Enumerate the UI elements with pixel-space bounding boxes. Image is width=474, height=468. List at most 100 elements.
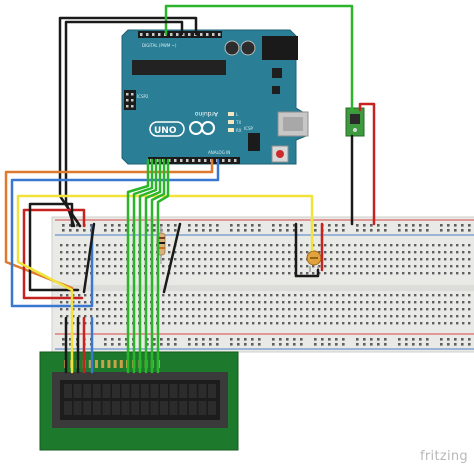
trim-potentiometer: [306, 250, 322, 272]
breadboard-hole: [450, 272, 453, 275]
breadboard-hole: [412, 224, 415, 227]
header-pin: [126, 93, 129, 96]
breadboard-hole: [60, 272, 63, 275]
breadboard-hole: [378, 265, 381, 268]
breadboard-hole: [318, 294, 321, 297]
breadboard-hole: [378, 251, 381, 254]
breadboard-hole: [192, 322, 195, 325]
breadboard-hole: [306, 322, 309, 325]
breadboard-hole: [405, 338, 408, 341]
breadboard-hole: [286, 343, 289, 346]
breadboard-hole: [306, 244, 309, 247]
breadboard-hole: [120, 315, 123, 318]
breadboard-hole: [180, 322, 183, 325]
lcd-cell: [198, 384, 207, 398]
breadboard-hole: [462, 301, 465, 304]
breadboard-hole: [180, 265, 183, 268]
breadboard-hole: [168, 244, 171, 247]
breadboard-hole: [60, 308, 63, 311]
breadboard-hole: [198, 258, 201, 261]
breadboard-hole: [377, 343, 380, 346]
breadboard-hole: [216, 315, 219, 318]
wire-green-1: [126, 158, 150, 374]
breadboard-hole: [342, 229, 345, 232]
breadboard-hole: [390, 315, 393, 318]
breadboard-hole: [246, 265, 249, 268]
wire-yellow-main: [16, 194, 314, 252]
breadboard-hole: [420, 265, 423, 268]
header-pin: [222, 159, 225, 162]
lcd-cell: [121, 401, 130, 415]
breadboard-hole: [186, 265, 189, 268]
wire-yellow-lcd: [16, 194, 74, 374]
lcd-cell: [160, 401, 168, 415]
breadboard-hole: [186, 315, 189, 318]
breadboard-hole: [286, 224, 289, 227]
header-pin: [131, 93, 134, 96]
breadboard-hole: [204, 322, 207, 325]
breadboard-hole: [432, 251, 435, 254]
header-pin: [204, 159, 207, 162]
breadboard-hole: [209, 224, 212, 227]
breadboard-hole: [228, 265, 231, 268]
breadboard-hole: [222, 301, 225, 304]
breadboard-hole: [258, 244, 261, 247]
breadboard-hole: [462, 258, 465, 261]
breadboard-hole: [252, 301, 255, 304]
microcontroller-chip: [132, 60, 226, 75]
breadboard-hole: [210, 301, 213, 304]
breadboard-hole: [108, 315, 111, 318]
breadboard-hole: [354, 258, 357, 261]
breadboard-hole: [62, 224, 65, 227]
breadboard-hole: [366, 251, 369, 254]
breadboard-hole: [426, 251, 429, 254]
breadboard-hole: [186, 272, 189, 275]
breadboard-hole: [72, 251, 75, 254]
breadboard-hole: [414, 322, 417, 325]
breadboard-hole: [66, 272, 69, 275]
icsp-label: ICSP: [244, 126, 254, 131]
breadboard-hole: [198, 301, 201, 304]
breadboard-hole: [384, 301, 387, 304]
breadboard-hole: [222, 244, 225, 247]
breadboard-hole: [408, 301, 411, 304]
breadboard-hole: [251, 229, 254, 232]
breadboard-hole: [168, 251, 171, 254]
breadboard-hole: [60, 265, 63, 268]
breadboard-hole: [204, 272, 207, 275]
breadboard-hole: [210, 244, 213, 247]
breadboard-hole: [378, 301, 381, 304]
breadboard-hole: [396, 301, 399, 304]
breadboard-hole: [370, 343, 373, 346]
breadboard-hole: [360, 294, 363, 297]
breadboard-hole: [419, 224, 422, 227]
lcd-cell: [92, 401, 101, 415]
breadboard-hole: [300, 343, 303, 346]
breadboard-hole: [240, 322, 243, 325]
breadboard-hole: [390, 308, 393, 311]
breadboard-hole: [432, 315, 435, 318]
breadboard-hole: [252, 272, 255, 275]
wire-red-sensor: [358, 102, 376, 226]
breadboard-hole: [108, 244, 111, 247]
breadboard-hole: [202, 229, 205, 232]
breadboard-hole: [318, 308, 321, 311]
breadboard-hole: [288, 272, 291, 275]
breadboard-hole: [288, 322, 291, 325]
breadboard-hole: [276, 308, 279, 311]
breadboard-hole: [378, 258, 381, 261]
breadboard-hole: [84, 258, 87, 261]
breadboard-hole: [108, 308, 111, 311]
breadboard-hole: [384, 258, 387, 261]
breadboard-hole: [312, 265, 315, 268]
breadboard-hole: [306, 315, 309, 318]
breadboard-hole: [414, 244, 417, 247]
breadboard-hole: [120, 251, 123, 254]
breadboard-hole: [228, 301, 231, 304]
breadboard-hole: [279, 343, 282, 346]
lcd-cell: [73, 384, 82, 398]
regulator-2: [272, 86, 280, 94]
breadboard-hole: [330, 294, 333, 297]
breadboard-hole: [370, 338, 373, 341]
breadboard-hole: [204, 265, 207, 268]
